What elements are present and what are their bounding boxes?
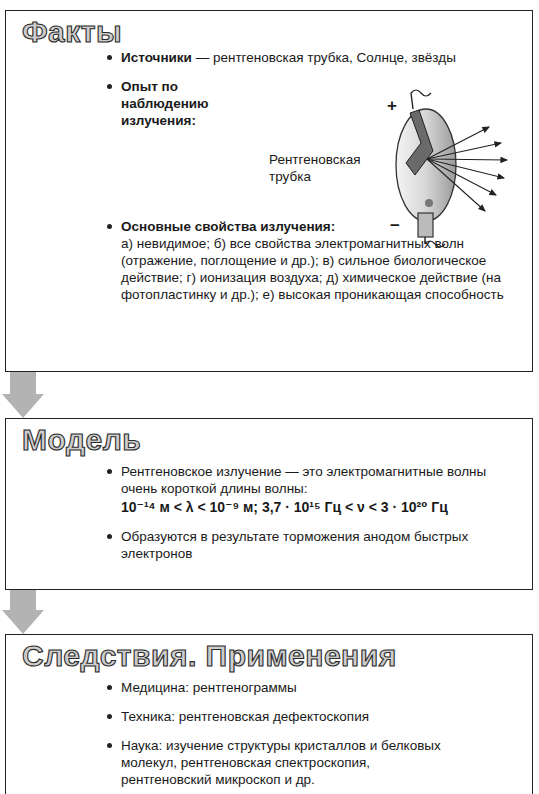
flow-arrow <box>2 590 44 634</box>
bullet-item: Техника: рентгеновская дефектоскопия <box>121 708 451 725</box>
bullet-dot <box>107 84 112 89</box>
bullet-text: а) невидимое; б) все свойства электромаг… <box>121 235 516 303</box>
bullet-dot <box>107 714 112 719</box>
polarity-minus: − <box>390 217 400 234</box>
bullet-text: Техника: рентгеновская дефектоскопия <box>121 709 369 724</box>
bullet-text: Наука: изучение структуры кристаллов и б… <box>121 738 441 787</box>
band-heading: Следствия. Применения <box>22 639 397 673</box>
bullet-list: Рентгеновское излучение — это электромаг… <box>121 463 491 562</box>
bullet-dot <box>107 743 112 748</box>
polarity-plus: + <box>387 97 397 114</box>
bullet-text: Опыт по наблюдению излучения: <box>121 79 209 128</box>
bullet-dot <box>107 224 112 229</box>
bullet-item: Источники — рентгеновская трубка, Солнце… <box>121 49 516 66</box>
bullet-dot <box>107 685 112 690</box>
tube-label: Рентгеновская трубка <box>269 151 369 185</box>
bullet-text: 10⁻¹⁴ м < λ < 10⁻⁹ м; 3,7 · 10¹⁵ Гц < ν … <box>121 499 491 516</box>
xray-tube-illustration <box>361 81 521 251</box>
bullet-item: Образуются в результате торможения анодо… <box>121 528 491 562</box>
bullet-item: Медицина: рентгенограммы <box>121 679 451 696</box>
bullet-text: Образуются в результате торможения анодо… <box>121 529 468 561</box>
bullet-text: Источники <box>121 50 192 65</box>
bullet-dot <box>107 534 112 539</box>
bullet-item: Основные свойства излучения:а) невидимое… <box>121 218 516 303</box>
band-heading: Модель <box>22 423 141 457</box>
bullet-item: Рентгеновское излучение — это электромаг… <box>121 463 491 516</box>
bullet-text: — рентгеновская трубка, Солнце, звёзды <box>196 50 456 65</box>
flow-arrow <box>2 372 44 418</box>
bullet-text: Медицина: рентгенограммы <box>121 680 297 695</box>
bullet-text: Рентгеновское излучение — это электромаг… <box>121 463 491 497</box>
bullet-dot <box>107 469 112 474</box>
bullet-dot <box>107 55 112 60</box>
content-band: ФактыИсточники — рентгеновская трубка, С… <box>5 10 533 372</box>
bullet-item: Опыт по наблюдению излучения: <box>121 78 251 206</box>
bullet-list: Медицина: рентгенограммыТехника: рентген… <box>121 679 451 788</box>
bullet-item: Наука: изучение структуры кристаллов и б… <box>121 737 451 788</box>
bullet-text: Основные свойства излучения: <box>121 218 516 235</box>
band-heading: Факты <box>22 15 122 49</box>
bullet-list: Источники — рентгеновская трубка, Солнце… <box>121 49 516 303</box>
content-band: МодельРентгеновское излучение — это элек… <box>5 418 533 590</box>
content-band: Следствия. ПримененияМедицина: рентгеног… <box>5 634 533 794</box>
